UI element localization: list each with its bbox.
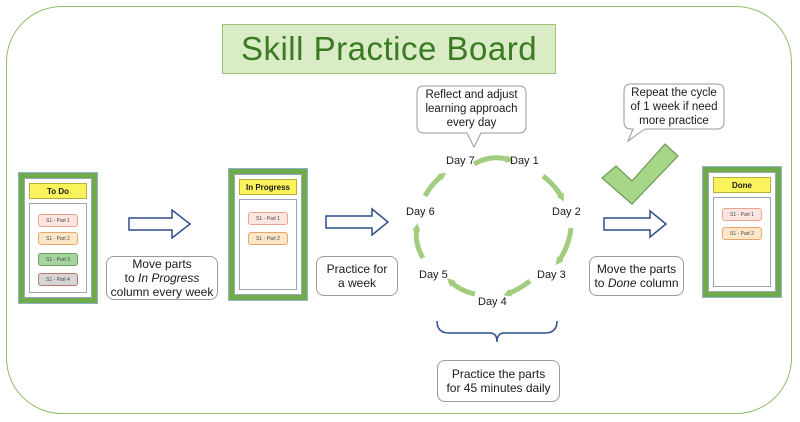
card-in-progress-1[interactable]: S1 - Part 1 (248, 212, 288, 225)
checkmark-icon (601, 143, 679, 205)
cycle-arrow-3-4 (503, 278, 532, 297)
in-progress-board: In Progress S1 - Part 1 S1 - Part 2 (228, 168, 308, 301)
in-progress-header: In Progress (239, 179, 297, 195)
day-4-label: Day 4 (478, 296, 507, 308)
repeat-callout-bubble (623, 83, 725, 143)
note-line: to Done column (594, 276, 678, 290)
day-3-label: Day 3 (537, 269, 566, 281)
note-emphasis: In Progress (137, 271, 200, 285)
right-arrow-icon (603, 209, 668, 239)
card-in-progress-2[interactable]: S1 - Part 2 (248, 232, 288, 245)
card-done-1[interactable]: S1 - Part 1 (722, 208, 762, 221)
callout-line: of 1 week if need (630, 101, 718, 113)
card-todo-3[interactable]: S1 - Part 3 (38, 253, 78, 266)
in-progress-list: S1 - Part 1 S1 - Part 2 (239, 199, 297, 290)
note-text: to (124, 271, 138, 285)
move-done-note: Move the parts to Done column (589, 256, 684, 296)
note-line: Practice for (326, 262, 388, 276)
done-board: Done S1 - Part 1 S1 - Part 2 (702, 166, 782, 298)
callout-line: more practice (639, 115, 709, 127)
practice-week-note: Practice for a week (316, 256, 398, 296)
page-title: Skill Practice Board (222, 24, 556, 74)
day-7-label: Day 7 (446, 155, 475, 167)
day-2-label: Day 2 (552, 206, 581, 218)
note-line: for 45 minutes daily (446, 381, 551, 395)
cycle-arrow-2-3 (555, 227, 574, 266)
todo-board: To Do S1 - Part 1 S1 - Part 2 S1 - Part … (18, 172, 98, 304)
cycle-arrows (412, 154, 574, 297)
card-todo-1[interactable]: S1 - Part 1 (38, 214, 78, 227)
note-line: Practice the parts (451, 367, 546, 381)
note-line: a week (337, 276, 377, 290)
todo-list: S1 - Part 1 S1 - Part 2 S1 - Part 3 S1 -… (29, 203, 87, 293)
note-line: to In Progress (111, 271, 214, 285)
day-6-label: Day 6 (406, 206, 435, 218)
callout-line: learning approach (425, 103, 518, 115)
done-list: S1 - Part 1 S1 - Part 2 (713, 197, 771, 287)
card-todo-4[interactable]: S1 - Part 4 (38, 273, 78, 286)
note-text: to (594, 276, 608, 290)
note-emphasis: Done (607, 276, 637, 290)
done-header: Done (713, 177, 771, 193)
card-todo-2[interactable]: S1 - Part 2 (38, 232, 78, 245)
todo-header: To Do (29, 183, 87, 199)
callout-line: Repeat the cycle (631, 87, 717, 99)
practice-daily-note: Practice the parts for 45 minutes daily (437, 360, 560, 402)
cycle-arrow-7-1 (472, 154, 514, 167)
note-text: column (636, 276, 679, 290)
reflect-callout: Reflect and adjust learning approach eve… (417, 88, 526, 132)
board-frame (6, 6, 792, 414)
note-line: column every week (110, 285, 214, 299)
right-arrow-icon (325, 207, 390, 237)
cycle-arrow-5-6 (412, 223, 426, 260)
right-arrow-icon (128, 208, 192, 240)
cycle-arrow-6-7 (422, 172, 447, 198)
day-5-label: Day 5 (419, 269, 448, 281)
day-1-label: Day 1 (510, 155, 539, 167)
card-done-2[interactable]: S1 - Part 2 (722, 227, 762, 240)
move-in-progress-note: Move parts to In Progress column every w… (106, 256, 218, 300)
note-line: Move the parts (596, 262, 677, 276)
days-bracket (436, 320, 558, 343)
cycle-arrow-1-2 (541, 174, 565, 202)
callout-line: Reflect and adjust (425, 89, 518, 101)
reflect-callout-bubble (416, 85, 527, 149)
callout-line: every day (446, 117, 497, 129)
repeat-callout: Repeat the cycle of 1 week if need more … (624, 86, 724, 128)
note-line: Move parts (132, 257, 192, 271)
cycle-arrow-4-5 (447, 278, 476, 297)
